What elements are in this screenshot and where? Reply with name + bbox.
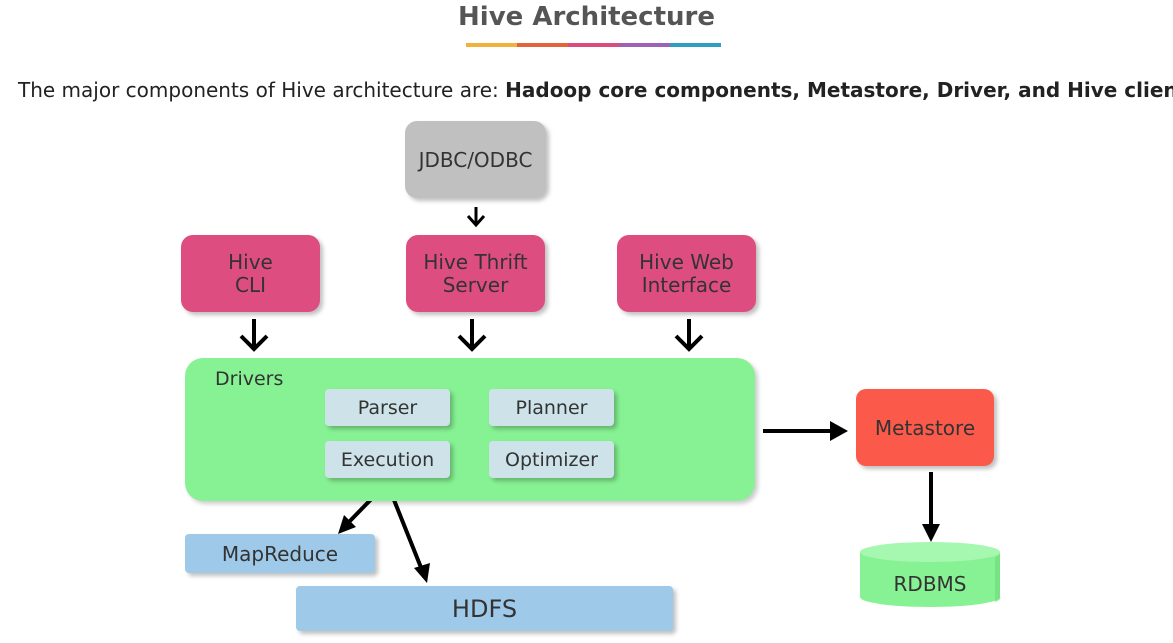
drivers-label: Drivers [215,368,284,390]
hdfs-label: HDFS [451,594,518,623]
jdbc-odbc-label: JDBC/ODBC [418,147,533,172]
arrow-cli-drivers [239,319,269,352]
planner-box: Planner [489,389,614,426]
parser-label: Parser [357,396,418,419]
rdbms-cylinder [860,542,1001,607]
intro-bold: Hadoop core components, Metastore, Drive… [505,78,1173,102]
page-title: Hive Architecture [458,2,715,32]
title-underline [466,43,721,47]
web-line1: Hive Web [639,249,734,274]
rdbms-label: RDBMS [893,572,967,596]
jdbc-odbc-box: JDBC/ODBC [405,121,546,198]
hive-thrift-server-box: Hive Thrift Server [406,235,545,312]
metastore-label: Metastore [874,415,976,440]
execution-label: Execution [340,448,435,471]
mapreduce-label: MapReduce [221,541,339,566]
thrift-line1: Hive Thrift [423,249,528,274]
mapreduce-box: MapReduce [185,534,375,573]
hdfs-box: HDFS [296,586,673,631]
hive-cli-box: Hive CLI [181,235,320,312]
hive-cli-line1: Hive [228,249,273,274]
web-line2: Interface [641,272,732,297]
intro-plain: The major components of Hive architectur… [18,78,506,102]
arrow-jdbc-thrift [466,207,486,228]
hive-web-interface-box: Hive Web Interface [617,235,756,312]
arrow-thrift-drivers [457,319,487,352]
hive-cli-line2: CLI [234,272,266,297]
intro-text: The major components of Hive architectur… [18,78,1173,102]
optimizer-label: Optimizer [504,448,598,471]
planner-label: Planner [515,396,588,419]
arrow-metastore-rdbms [922,472,940,542]
arrow-web-drivers [674,319,704,352]
drivers-container [185,358,755,501]
metastore-box: Metastore [856,389,994,466]
arrow-drivers-metastore [763,421,848,441]
optimizer-box: Optimizer [489,441,614,478]
execution-box: Execution [325,441,450,478]
thrift-line2: Server [442,272,509,297]
parser-box: Parser [325,389,450,426]
